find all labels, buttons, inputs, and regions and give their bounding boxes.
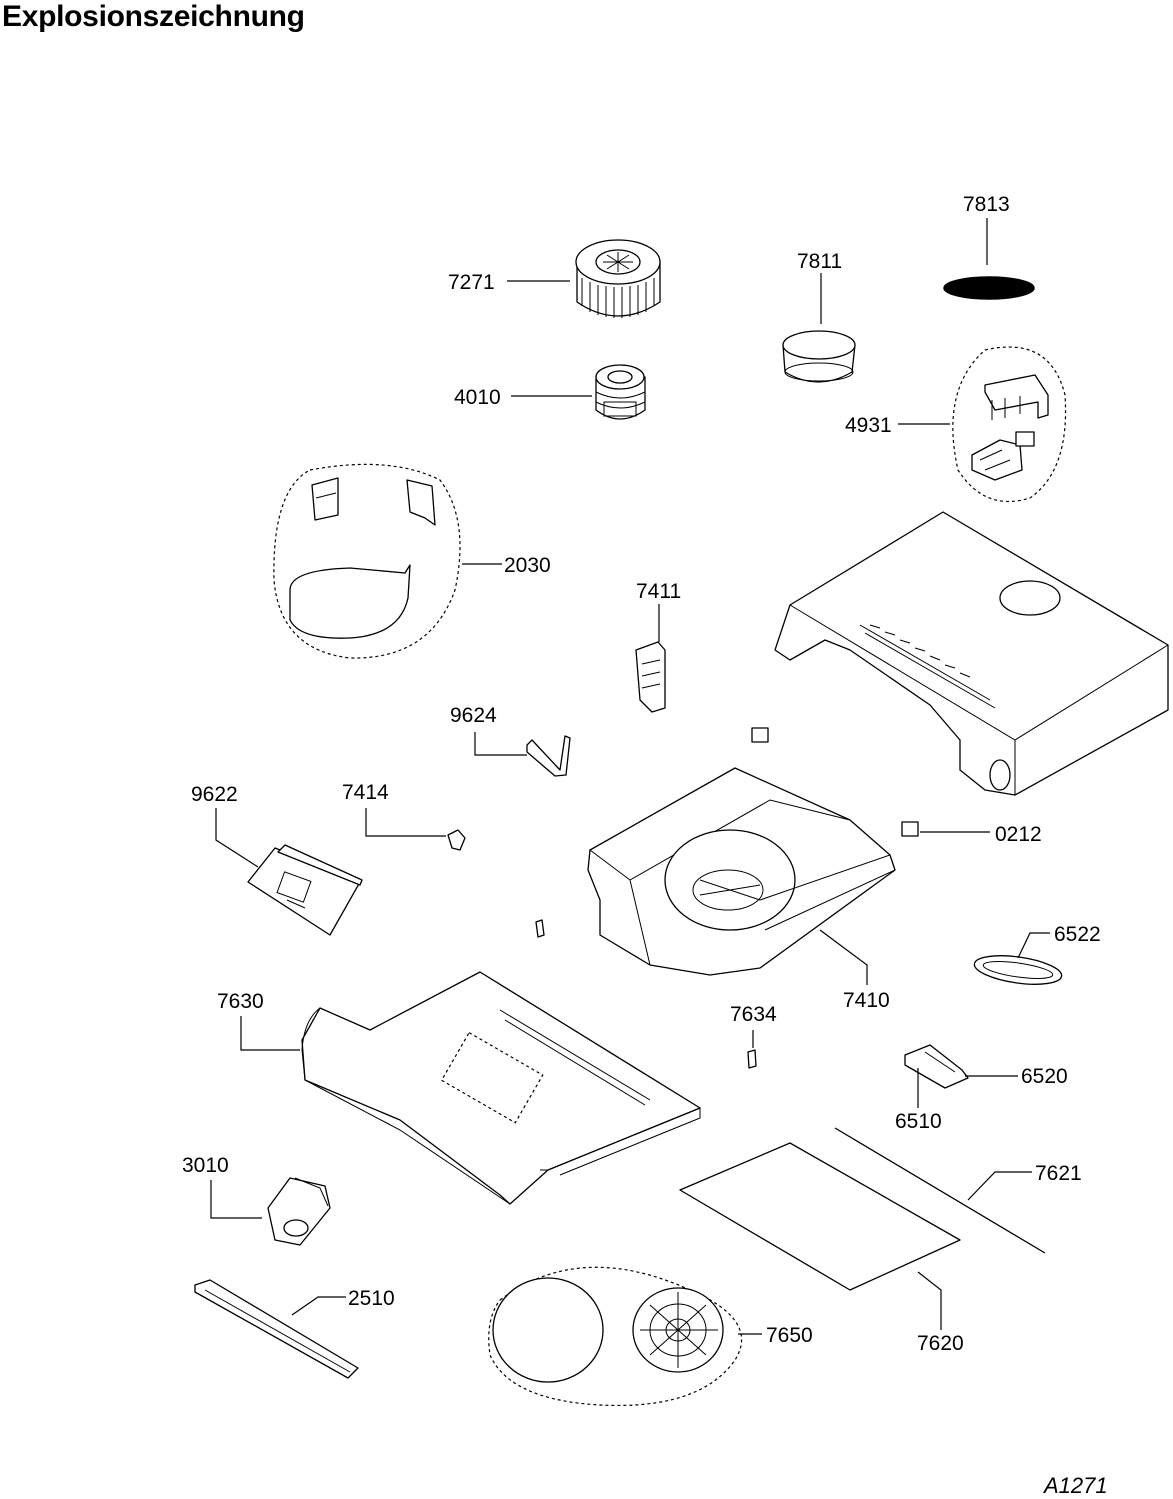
part-7634-screw (747, 1049, 757, 1069)
label-7620: 7620 (917, 1332, 964, 1355)
part-2030-insulation-strips (273, 463, 461, 659)
part-9624-bracket (526, 735, 571, 777)
part-7811-ring (782, 330, 856, 383)
label-7634: 7634 (730, 1003, 777, 1026)
label-6520: 6520 (1021, 1065, 1068, 1088)
label-7410: 7410 (843, 989, 890, 1012)
label-2030: 2030 (504, 554, 551, 577)
label-7411: 7411 (636, 580, 681, 603)
part-4931-switch-set (952, 346, 1067, 502)
part-7630-front-panel (301, 971, 701, 1205)
page-title: Explosionszeichnung (2, 0, 305, 33)
part-7813-filter-disc (943, 276, 1035, 300)
part-4010-motor (595, 364, 646, 420)
label-4931: 4931 (845, 414, 892, 437)
label-0212: 0212 (995, 823, 1042, 846)
part-7414-clip (447, 829, 466, 851)
part-screw (535, 919, 545, 938)
part-2510-trim-strip (194, 1279, 359, 1379)
label-7650: 7650 (766, 1324, 813, 1347)
part-7411-grille-piece (635, 641, 666, 713)
label-4010: 4010 (454, 386, 501, 409)
label-7414: 7414 (342, 781, 389, 804)
label-7621: 7621 (1035, 1162, 1082, 1185)
part-7650-grease-filter-set (488, 1266, 743, 1407)
part-7620-plate (679, 1142, 961, 1291)
drawing-code: A1271 (1044, 1473, 1108, 1498)
part-6520-lamp-holder (904, 1044, 969, 1089)
label-6522: 6522 (1054, 923, 1101, 946)
housing-hood-body (774, 511, 1169, 796)
label-6510: 6510 (895, 1110, 942, 1133)
label-2510: 2510 (348, 1287, 395, 1310)
label-3010: 3010 (182, 1154, 229, 1177)
part-7621-rod (834, 1127, 1046, 1254)
part-9622-switch-plate (247, 844, 363, 936)
label-7813: 7813 (963, 193, 1010, 216)
part-7271-fan-wheel (575, 239, 661, 318)
label-9624: 9624 (450, 704, 497, 727)
part-0212-clips (751, 727, 919, 837)
label-7271: 7271 (448, 271, 495, 294)
part-3010-switch (267, 1177, 331, 1246)
part-6522-ring (973, 955, 1063, 985)
label-7811: 7811 (797, 250, 842, 273)
part-7410-frame (587, 767, 896, 976)
label-9622: 9622 (191, 783, 238, 806)
label-7630: 7630 (217, 990, 264, 1013)
leader-lines (210, 218, 1050, 1335)
